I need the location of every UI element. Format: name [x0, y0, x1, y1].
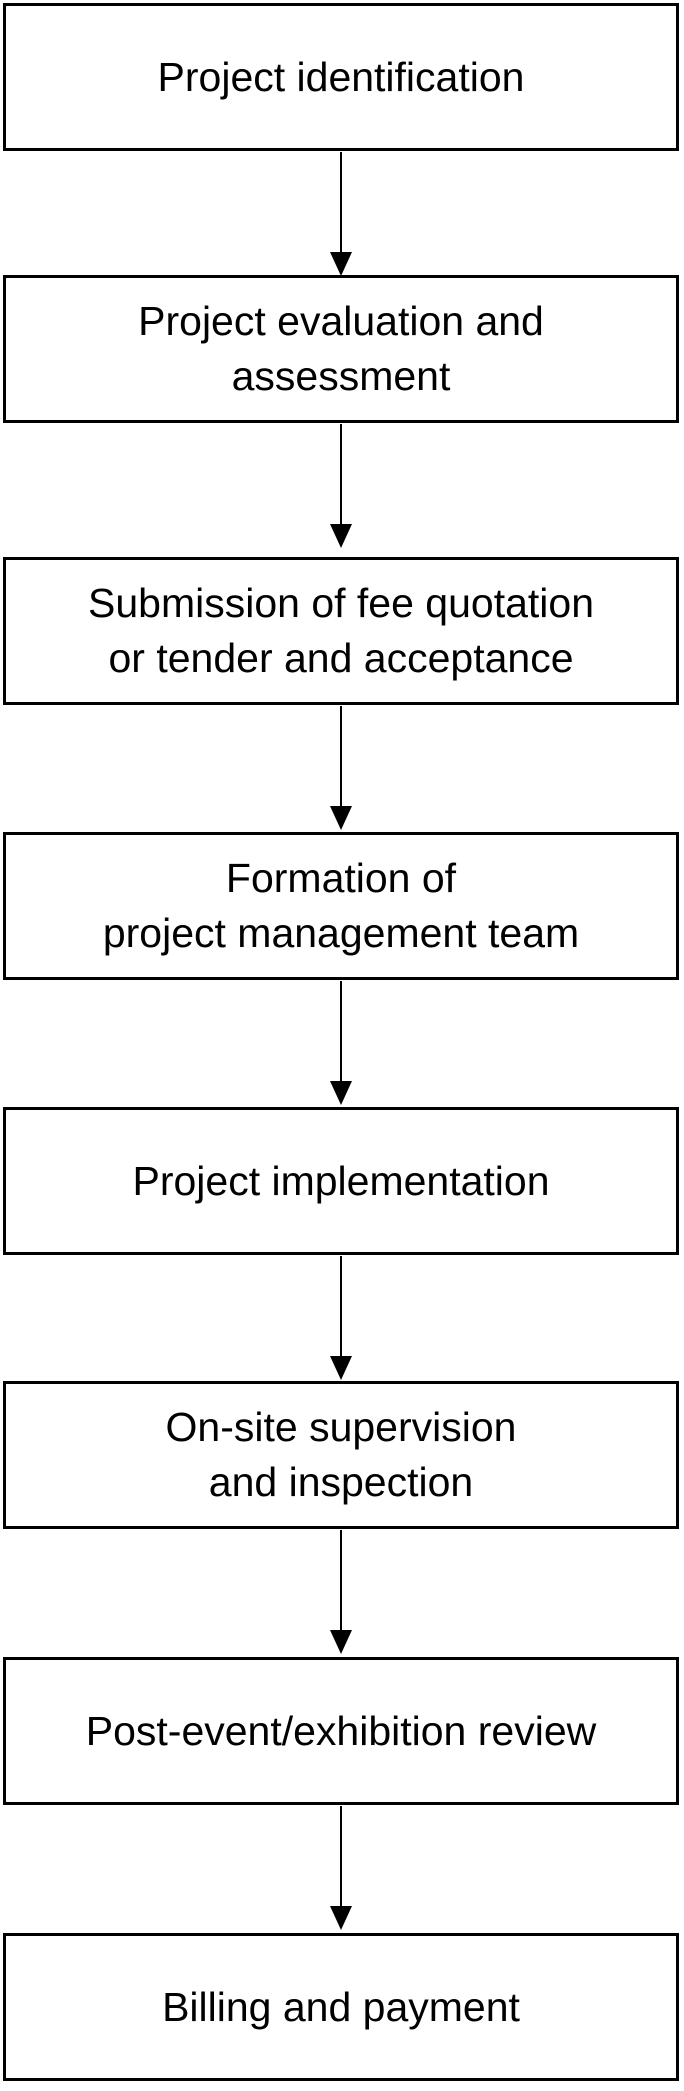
arrow-line: [340, 1256, 342, 1358]
arrow-connector: [330, 152, 352, 276]
arrow-head-icon: [330, 1356, 352, 1380]
step-post-event-review: Post-event/exhibition review: [3, 1657, 679, 1805]
step-label: On-site supervision and inspection: [165, 1404, 517, 1505]
arrow-line: [340, 424, 342, 526]
arrow-head-icon: [330, 252, 352, 276]
arrow-connector: [330, 424, 352, 548]
arrow-connector: [330, 1530, 352, 1654]
step-billing-payment: Billing and payment: [3, 1933, 679, 2081]
step-fee-quotation-submission: Submission of fee quotation or tender an…: [3, 557, 679, 705]
arrow-head-icon: [330, 524, 352, 548]
arrow-head-icon: [330, 1081, 352, 1105]
step-label: Project implementation: [132, 1157, 550, 1204]
arrow-line: [340, 1806, 342, 1908]
step-label: Project evaluation and assessment: [138, 298, 544, 399]
step-project-implementation: Project implementation: [3, 1107, 679, 1255]
step-onsite-supervision: On-site supervision and inspection: [3, 1381, 679, 1529]
step-label: Formation of project management team: [102, 855, 580, 956]
arrow-connector: [330, 706, 352, 830]
arrow-head-icon: [330, 1630, 352, 1654]
step-label: Submission of fee quotation or tender an…: [88, 580, 594, 681]
step-team-formation: Formation of project management team: [3, 832, 679, 980]
arrow-head-icon: [330, 1906, 352, 1930]
arrow-connector: [330, 1806, 352, 1930]
step-label: Post-event/exhibition review: [85, 1707, 597, 1754]
step-project-evaluation: Project evaluation and assessment: [3, 275, 679, 423]
arrow-line: [340, 981, 342, 1083]
arrow-connector: [330, 981, 352, 1105]
step-label: Project identification: [157, 53, 525, 100]
step-label: Billing and payment: [162, 1983, 520, 2030]
arrow-line: [340, 706, 342, 808]
arrow-line: [340, 152, 342, 254]
arrow-line: [340, 1530, 342, 1632]
step-project-identification: Project identification: [3, 3, 679, 151]
arrow-connector: [330, 1256, 352, 1380]
arrow-head-icon: [330, 806, 352, 830]
